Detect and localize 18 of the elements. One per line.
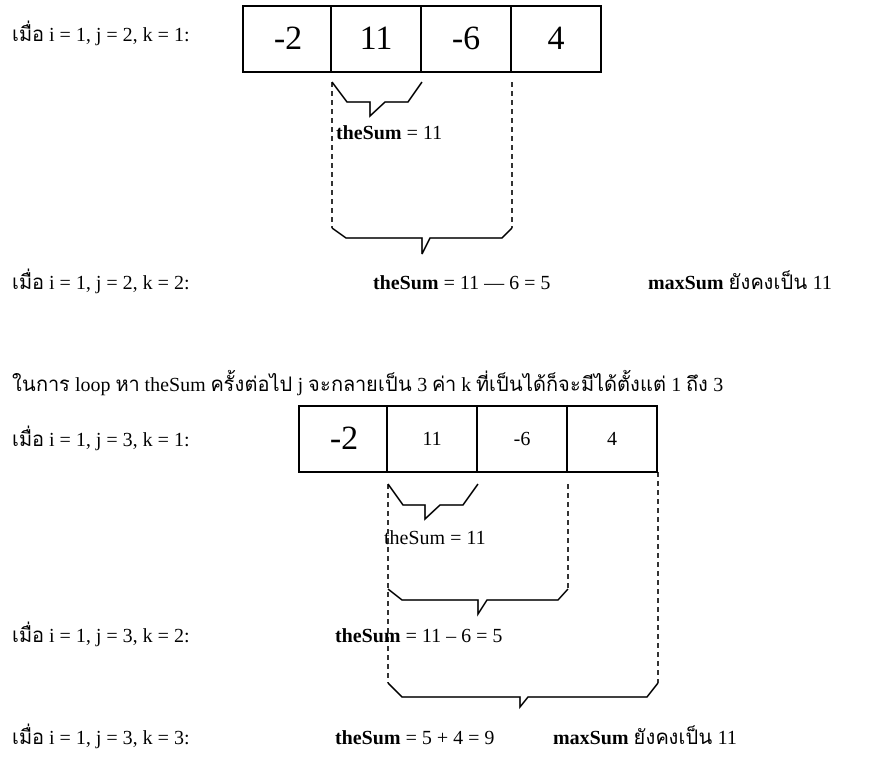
sum-label: theSum = 11 — 6 = 5 — [373, 271, 550, 295]
condition-label: เมื่อ i = 1, j = 3, k = 3: — [12, 726, 190, 750]
array-cell: 4 — [510, 5, 602, 73]
sum-label: theSum = 11 — [336, 121, 442, 145]
condition-label: เมื่อ i = 1, j = 3, k = 1: — [12, 428, 190, 452]
condition-label: เมื่อ i = 1, j = 2, k = 2: — [12, 271, 190, 295]
condition-label: เมื่อ i = 1, j = 2, k = 1: — [12, 23, 190, 47]
note-label: maxSum ยังคงเป็น 11 — [553, 726, 737, 750]
array-cell: -6 — [476, 405, 568, 473]
array-cell: 4 — [566, 405, 658, 473]
sum-label: theSum = 11 — [384, 526, 486, 550]
array-cell: 11 — [330, 5, 422, 73]
sum-label: theSum = 5 + 4 = 9 — [335, 726, 494, 750]
condition-label: เมื่อ i = 1, j = 3, k = 2: — [12, 624, 190, 648]
array-cell: 11 — [386, 405, 478, 473]
note-label: maxSum ยังคงเป็น 11 — [648, 271, 832, 295]
sum-label: theSum = 11 – 6 = 5 — [335, 624, 502, 648]
array-cell: -6 — [420, 5, 512, 73]
